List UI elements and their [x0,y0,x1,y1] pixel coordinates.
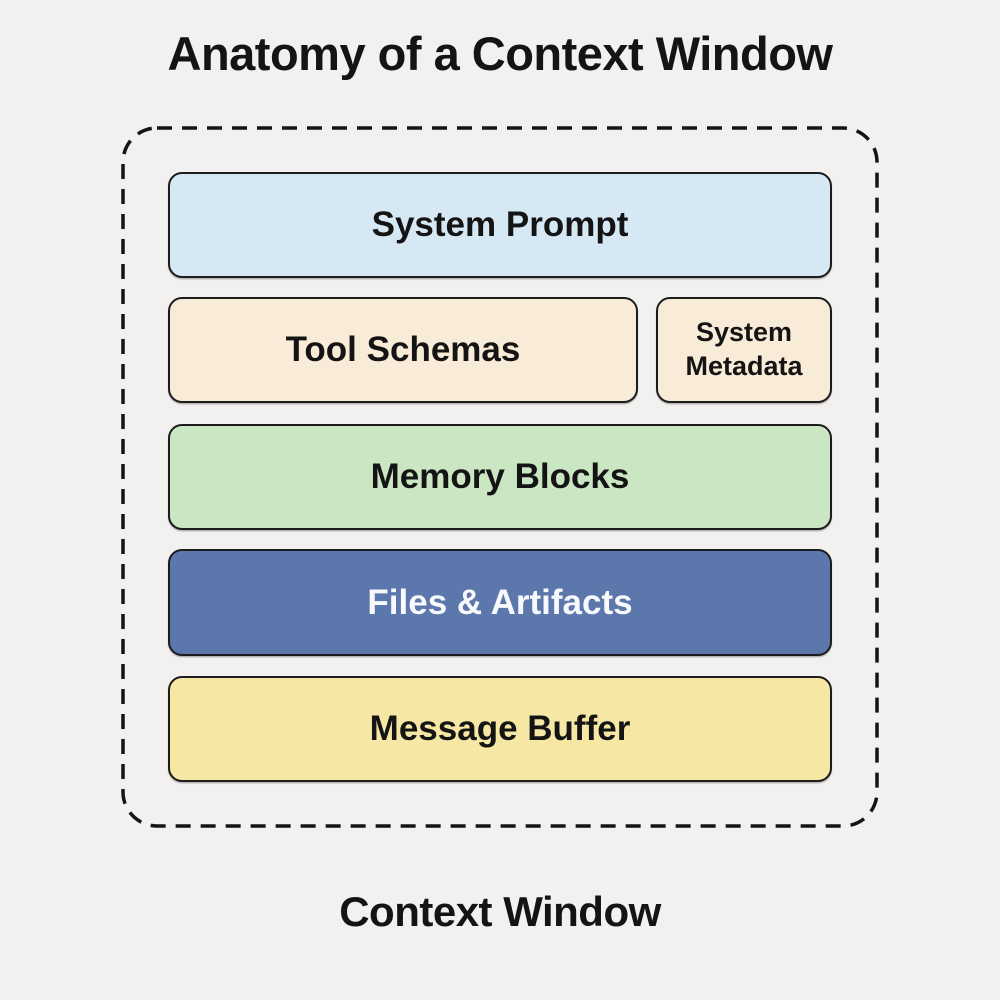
memory-blocks-box: Memory Blocks [168,424,832,530]
context-window-label: Context Window [339,888,661,935]
page-title: Anatomy of a Context Window [167,27,833,80]
system-metadata-box: System Metadata [656,297,832,403]
tool-schemas-label: Tool Schemas [285,330,521,369]
message-buffer-box: Message Buffer [168,676,832,782]
files-artifacts-box: Files & Artifacts [168,549,832,656]
system-prompt-box: System Prompt [168,172,832,278]
message-buffer-label: Message Buffer [369,709,631,748]
memory-blocks-label: Memory Blocks [370,457,630,496]
system-prompt-label: System Prompt [371,205,629,244]
tool-schemas-box: Tool Schemas [168,297,638,403]
files-artifacts-label: Files & Artifacts [367,582,633,622]
system-metadata-label: System Metadata [685,317,803,381]
